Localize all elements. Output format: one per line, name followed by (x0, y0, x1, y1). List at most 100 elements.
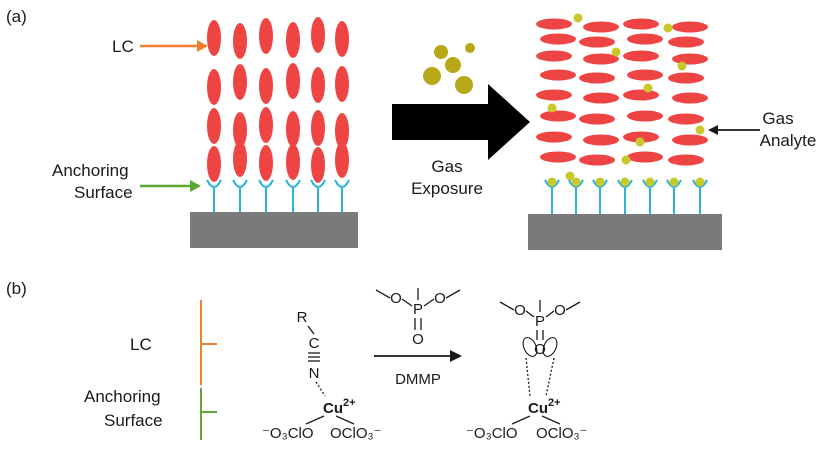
svg-text:P: P (413, 301, 423, 318)
anchor-head (206, 179, 222, 188)
analyte-pointer-arrowhead (708, 125, 718, 135)
n-cu-coordination (315, 381, 326, 397)
gas-particle-icon (547, 103, 557, 113)
gas-analyte-line2: Analyte (760, 131, 817, 150)
lc-molecule-icon (286, 22, 300, 58)
anchor-head (568, 179, 584, 188)
lc-molecule-icon (259, 107, 273, 143)
lc-molecule-icon (583, 134, 619, 146)
anchor-head (285, 179, 301, 188)
gas-particle-icon (423, 43, 475, 94)
substrate-left (190, 212, 358, 248)
lc-horizontal-stack (536, 18, 708, 166)
anchor-head (617, 179, 633, 188)
lc-molecule-icon (668, 72, 704, 84)
lc-molecule-icon (672, 21, 708, 33)
svg-text:O: O (534, 341, 546, 358)
svg-text:O: O (412, 331, 424, 348)
lc-molecule-icon (536, 50, 572, 62)
gas-particle-icon (611, 47, 621, 57)
gas-particle-icon (635, 137, 645, 147)
gas-particle-icon (663, 23, 673, 33)
lc-molecule-icon (583, 92, 619, 104)
panel-a-label: (a) (6, 7, 27, 26)
lc-molecule-icon (668, 154, 704, 166)
lc-molecule-icon (540, 33, 576, 45)
lc-molecule-icon (672, 134, 708, 146)
lc-molecule-icon (627, 110, 663, 122)
lc-molecule-icon (583, 53, 619, 65)
lc-molecule-icon (627, 151, 663, 163)
anchor-head (692, 179, 708, 188)
lc-molecule-icon (579, 36, 615, 48)
lc-molecule-icon (335, 142, 349, 178)
lc-molecule-icon (311, 17, 325, 53)
anchoring-label-line2: Surface (74, 183, 133, 202)
lc-molecule-icon (311, 67, 325, 103)
dmmp-molecule: O P O O (375, 288, 461, 348)
lc-molecule-icon (233, 141, 247, 177)
gas-particle-icon (695, 177, 705, 187)
lc-molecule-icon (672, 53, 708, 65)
lc-molecule-icon (311, 110, 325, 146)
dmmp-cu-complex: O P O O (499, 300, 581, 397)
perchlorate-left-2: ⁻O₃ClO (466, 425, 518, 442)
copper-atom-left: Cu2+ (323, 397, 356, 417)
anchor-head (334, 179, 350, 188)
gas-exposure-line2: Exposure (411, 179, 483, 198)
carbon-atom: C (309, 335, 320, 352)
lc-molecule-icon (233, 23, 247, 59)
gas-exposure-line1: Gas (431, 157, 462, 176)
anchor-head (544, 179, 560, 188)
cu-right-ligand-bond-l (511, 415, 531, 425)
gas-analyte-line1: Gas (762, 109, 793, 128)
lc-molecule-icon (286, 111, 300, 147)
lc-molecule-icon (668, 113, 704, 125)
lc-molecule-icon (335, 113, 349, 149)
anchor-head (642, 179, 658, 188)
lc-molecule-icon (311, 147, 325, 183)
lc-molecule-icon (668, 36, 704, 48)
lc-molecule-icon (672, 92, 708, 104)
lc-molecule-icon (207, 108, 221, 144)
gas-particle-icon (620, 177, 630, 187)
anchor-head (666, 179, 682, 188)
gas-particle-icon (565, 171, 575, 181)
lc-molecule-icon (623, 131, 659, 143)
lc-molecule-icon (579, 113, 615, 125)
lc-molecule-icon (335, 66, 349, 102)
reagent-label: DMMP (395, 371, 441, 388)
svg-text:O: O (514, 302, 526, 319)
r-group: R (297, 309, 308, 326)
lc-label: LC (112, 37, 134, 56)
gas-particle-icon (677, 61, 687, 71)
svg-text:O: O (554, 302, 566, 319)
anchoring-layer-left (206, 179, 350, 212)
lc-molecule-icon (233, 112, 247, 148)
lc-molecule-icon (259, 18, 273, 54)
lc-molecule-icon (536, 89, 572, 101)
b-anchoring-line2: Surface (104, 411, 163, 430)
gas-particle-icon (595, 177, 605, 187)
lc-vertical-stack (207, 17, 349, 183)
arrow-right-icon (450, 350, 462, 362)
lc-molecule-icon (623, 50, 659, 62)
gas-particle-icon (695, 125, 705, 135)
lc-molecule-icon (207, 146, 221, 182)
panel-b-label: (b) (6, 279, 27, 298)
lc-molecule-icon (536, 131, 572, 143)
perchlorate-right-2: OClO₃⁻ (536, 425, 588, 442)
anchoring-layer-right (544, 177, 708, 214)
lc-molecule-icon (207, 20, 221, 56)
lc-molecule-icon (627, 33, 663, 45)
lc-molecule-icon (623, 89, 659, 101)
gas-particle-icon (571, 177, 581, 187)
perchlorate-right-1: OClO₃⁻ (330, 425, 382, 442)
lc-molecule-icon (207, 69, 221, 105)
arrow-right-icon (392, 84, 530, 160)
lc-molecule-icon (579, 72, 615, 84)
cu-left-ligand-bond-l (305, 415, 325, 425)
lc-molecule-icon (627, 69, 663, 81)
lc-molecule-icon (540, 110, 576, 122)
